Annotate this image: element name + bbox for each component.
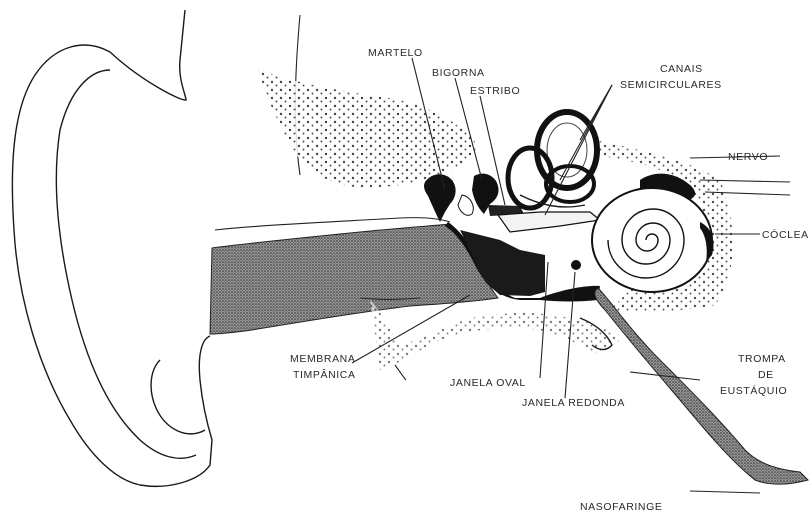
label-trompa-line1: TROMPA: [738, 353, 786, 365]
cochlea: [592, 188, 714, 292]
label-canais-line2: SEMICIRCULARES: [620, 79, 722, 91]
round-window-dot: [571, 260, 581, 270]
label-nasofaringe: NASOFARINGE: [580, 501, 662, 513]
label-coclea: CÓCLEA: [762, 228, 809, 241]
label-trompa-line3: EUSTÁQUIO: [720, 384, 787, 397]
label-martelo: MARTELO: [368, 47, 423, 59]
label-membrana-line1: MEMBRANA: [290, 353, 355, 365]
label-trompa-line2: DE: [758, 369, 774, 381]
malleus: [424, 174, 456, 222]
ear-canal: [210, 218, 498, 334]
label-canais-line1: CANAIS: [660, 63, 703, 75]
label-membrana-line2: TIMPÂNICA: [293, 368, 356, 381]
semicircular-canals: [498, 112, 600, 232]
label-estribo: ESTRIBO: [470, 85, 520, 97]
label-nervo: NERVO: [728, 151, 768, 163]
label-janela-oval: JANELA OVAL: [450, 377, 526, 389]
label-bigorna: BIGORNA: [432, 67, 485, 79]
label-janela-redonda: JANELA REDONDA: [522, 397, 625, 409]
